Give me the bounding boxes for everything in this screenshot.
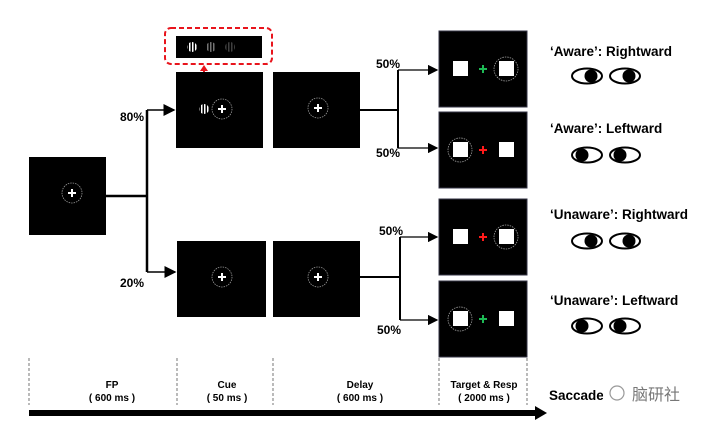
condition-label: ‘Aware’: Rightward xyxy=(550,44,672,59)
fixation-cross xyxy=(479,146,487,154)
svg-text:脑研社: 脑研社 xyxy=(632,385,680,404)
phase-name: Cue xyxy=(218,380,237,391)
eyes-icon xyxy=(571,317,641,335)
condition-label: ‘Aware’: Leftward xyxy=(550,121,662,136)
fixation-cross xyxy=(479,233,487,241)
target-screen xyxy=(438,30,528,108)
cue-screen-unaware xyxy=(177,241,266,317)
timeline xyxy=(28,358,547,420)
eye-icon xyxy=(571,67,603,85)
selected-target-circle xyxy=(447,137,473,163)
selected-target-circle xyxy=(447,306,473,332)
aware-probability: 80% xyxy=(120,110,144,124)
fixation-cross xyxy=(479,65,487,73)
target-screen xyxy=(438,198,528,276)
watermark: 脑研社 xyxy=(603,382,703,406)
phase-name: FP xyxy=(106,380,119,391)
eyes-icon xyxy=(571,67,641,85)
condition-label: ‘Unaware’: Rightward xyxy=(550,207,688,222)
selected-target-circle xyxy=(493,224,519,250)
phase-duration: ( 600 ms ) xyxy=(337,393,383,404)
target-screen xyxy=(438,111,528,189)
left-target xyxy=(453,61,468,76)
saccade-label: Saccade xyxy=(549,388,604,403)
aware-right-probability: 50% xyxy=(376,57,400,71)
phase-name: Target & Resp xyxy=(450,380,517,391)
unaware-probability: 20% xyxy=(120,276,144,290)
aware-left-probability: 50% xyxy=(376,146,400,160)
phase-duration: ( 50 ms ) xyxy=(207,393,248,404)
phase-name: Delay xyxy=(347,380,374,391)
condition-label: ‘Unaware’: Leftward xyxy=(550,293,678,308)
right-target xyxy=(499,229,514,244)
eye-icon xyxy=(609,146,641,164)
left-target xyxy=(453,229,468,244)
eye-icon xyxy=(571,232,603,250)
phase-duration: ( 2000 ms ) xyxy=(458,393,510,404)
eye-icon xyxy=(609,317,641,335)
delay-screen-unaware xyxy=(273,241,360,317)
eye-icon xyxy=(609,67,641,85)
right-target xyxy=(499,311,514,326)
eyes-icon xyxy=(571,232,641,250)
branch-lines-delay xyxy=(360,64,439,326)
eyes-icon xyxy=(571,146,641,164)
right-target xyxy=(499,142,514,157)
right-target xyxy=(499,61,514,76)
eye-icon xyxy=(609,232,641,250)
unaware-left-probability: 50% xyxy=(377,323,401,337)
unaware-right-probability: 50% xyxy=(379,224,403,238)
eye-icon xyxy=(571,317,603,335)
target-screen xyxy=(438,280,528,358)
left-target xyxy=(453,311,468,326)
phase-duration: ( 600 ms ) xyxy=(89,393,135,404)
branch-lines-fp xyxy=(106,104,177,278)
left-target xyxy=(453,142,468,157)
eye-icon xyxy=(571,146,603,164)
fixation-cross xyxy=(479,315,487,323)
selected-target-circle xyxy=(493,56,519,82)
cue-screen-aware xyxy=(176,72,263,148)
fixation-screen xyxy=(29,157,106,235)
delay-screen-aware xyxy=(273,72,360,148)
